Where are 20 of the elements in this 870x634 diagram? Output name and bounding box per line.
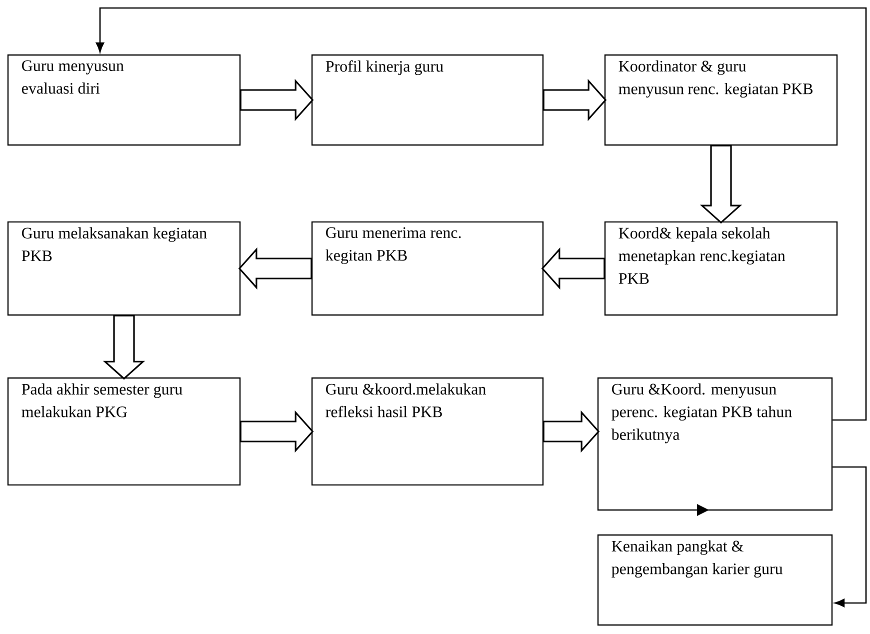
block-arrow bbox=[240, 78, 314, 122]
block-arrow bbox=[542, 410, 600, 453]
process-box: Guru &Koord. menyusun perenc. kegiatan PKB tahun berikutnya bbox=[597, 377, 833, 511]
process-box: Guru melaksanakan kegiatan PKB bbox=[7, 221, 241, 316]
block-arrow bbox=[240, 410, 314, 453]
process-box: Guru menyusun evaluasi diri bbox=[7, 54, 241, 146]
process-box: Kenaikan pangkat & pengembangan karier guru bbox=[597, 534, 833, 626]
process-box: Profil kinerja guru bbox=[311, 54, 544, 146]
block-arrow bbox=[700, 144, 742, 224]
block-arrow bbox=[542, 78, 607, 122]
process-box: Koordinator & guru menyusun renc. kegiatan PKB bbox=[604, 54, 838, 146]
block-arrow bbox=[541, 247, 606, 290]
arrow bbox=[832, 466, 867, 608]
process-box: Guru &koord.melakukan refleksi hasil PKB bbox=[311, 377, 544, 486]
block-arrow bbox=[238, 247, 312, 290]
block-arrow bbox=[102, 314, 146, 380]
process-box: Koord& kepala sekolah menetapkan renc.kegiatan PKB bbox=[604, 221, 838, 316]
process-box: Pada akhir semester guru melakukan PKG bbox=[7, 377, 241, 486]
process-box: Guru menerima renc. kegitan PKB bbox=[311, 221, 544, 316]
arrow bbox=[96, 7, 867, 421]
